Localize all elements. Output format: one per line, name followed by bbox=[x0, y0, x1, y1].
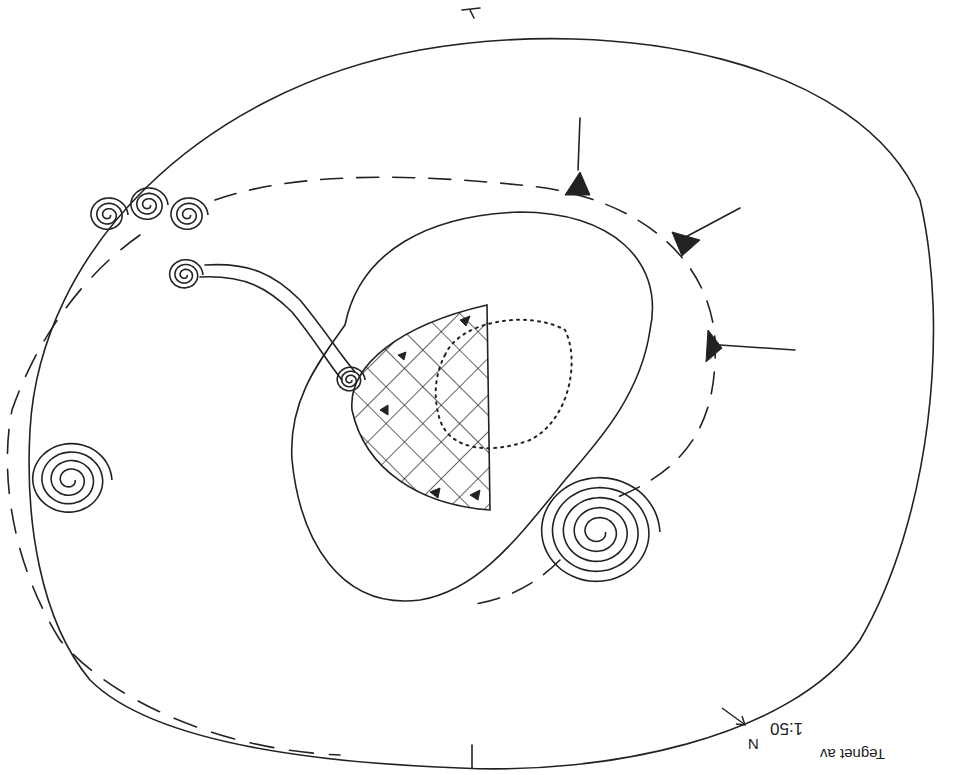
marker-triangle bbox=[672, 232, 700, 256]
dashed-ring bbox=[7, 235, 340, 755]
stone-spiral bbox=[337, 367, 365, 390]
stone-spiral bbox=[33, 444, 112, 513]
marker-triangle bbox=[706, 330, 722, 362]
scale-label: 1:50 bbox=[770, 718, 803, 738]
stone-spiral bbox=[171, 198, 208, 229]
north-arrow bbox=[722, 708, 745, 725]
outer-edge bbox=[29, 39, 933, 769]
small-triangle bbox=[470, 490, 480, 500]
tick-mark bbox=[471, 745, 473, 768]
inner-ring bbox=[292, 212, 653, 601]
stone-spiral bbox=[542, 478, 660, 582]
stone-spiral bbox=[170, 260, 203, 288]
author-note: Tegnet av bbox=[820, 746, 885, 763]
north-label: N bbox=[748, 736, 759, 753]
dashed-ring bbox=[470, 560, 560, 605]
small-triangle bbox=[380, 405, 388, 415]
stone-spiral bbox=[91, 198, 128, 229]
marker-triangle bbox=[565, 172, 590, 195]
tick-mark bbox=[470, 10, 474, 18]
burial-cist bbox=[352, 305, 490, 510]
marker-line bbox=[578, 118, 795, 350]
small-triangle bbox=[430, 488, 440, 498]
stone-spiral bbox=[131, 188, 168, 219]
track bbox=[205, 265, 355, 372]
tick-mark bbox=[462, 8, 480, 10]
track bbox=[200, 277, 342, 380]
small-triangle bbox=[398, 352, 406, 360]
small-triangle bbox=[460, 316, 470, 326]
